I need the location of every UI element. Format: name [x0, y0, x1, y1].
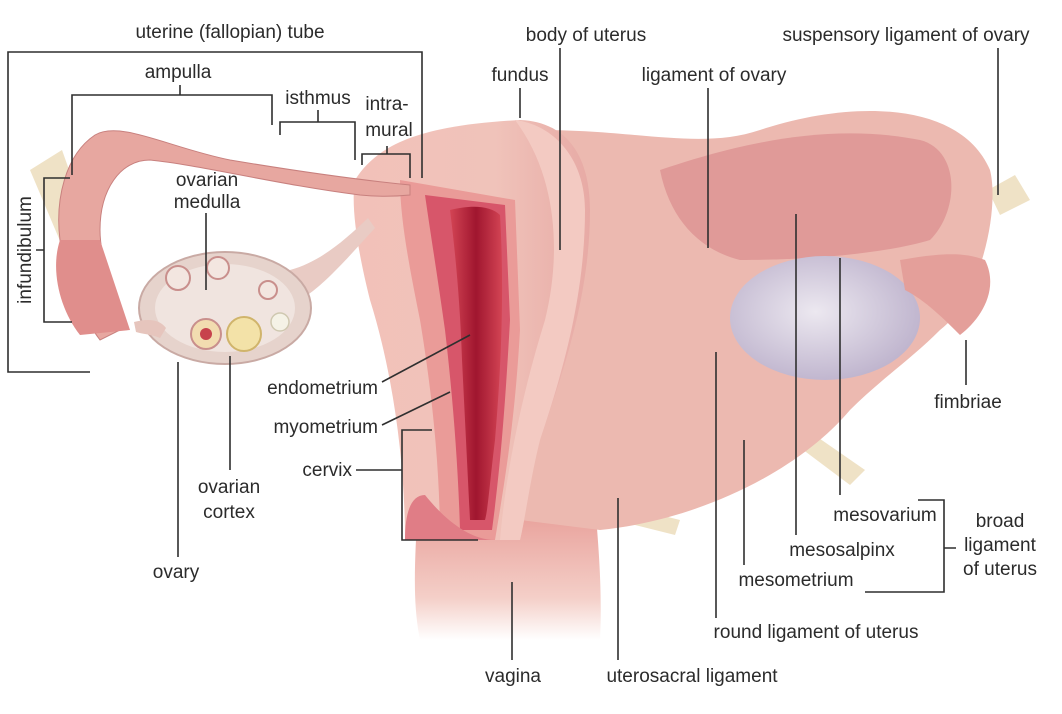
cervix-bracket: [356, 429, 478, 541]
label-vagina: vagina: [485, 666, 541, 687]
suspensory-ligament-rod: [988, 175, 1030, 215]
isthmus-bracket: [279, 110, 356, 160]
follicle-center: [200, 328, 212, 340]
label-ampulla: ampulla: [145, 62, 212, 83]
label-ovarian-cortex-2: cortex: [203, 502, 255, 523]
left-ovarian-ligament: [290, 218, 375, 300]
label-myometrium: myometrium: [273, 417, 378, 438]
label-suspensory-ligament: suspensory ligament of ovary: [782, 25, 1030, 46]
left-fimbriae: [56, 240, 130, 335]
right-ovary: [730, 256, 920, 380]
ovary-stub: [134, 320, 166, 338]
label-ligament-of-ovary: ligament of ovary: [642, 65, 787, 86]
intramural-bracket: [361, 146, 411, 178]
label-intramural-1: intra-: [365, 94, 408, 115]
uterus-outer-wall: [500, 120, 585, 540]
endometrium-line: [381, 334, 471, 383]
mesosalpinx-fold: [660, 133, 952, 260]
label-fundus: fundus: [491, 65, 548, 86]
label-fimbriae: fimbriae: [934, 392, 1002, 413]
label-infundibulum: infundibulum: [15, 196, 36, 304]
label-broad-2: ligament: [964, 535, 1037, 556]
label-isthmus: isthmus: [285, 88, 350, 109]
label-ovary: ovary: [153, 562, 200, 583]
label-broad-3: of uterus: [963, 559, 1037, 580]
label-mesosalpinx: mesosalpinx: [789, 540, 895, 561]
uterine-tube-bracket: [7, 51, 423, 373]
labels: uterine (fallopian) tube ampulla isthmus…: [15, 22, 1037, 687]
right-fimbriae: [900, 254, 991, 335]
corpus-luteum: [226, 316, 262, 352]
cervix-shape: [405, 495, 495, 540]
illustration: [30, 110, 1030, 640]
left-uterine-tube: [58, 130, 411, 341]
uterine-cavity: [450, 206, 503, 520]
myometrium-line: [381, 391, 451, 426]
label-ovarian-cortex-1: ovarian: [198, 477, 260, 498]
label-ovarian-medulla-1: ovarian: [176, 170, 238, 191]
follicle: [206, 256, 230, 280]
leader-lines: [7, 48, 999, 660]
follicle: [165, 265, 191, 291]
label-mesovarium: mesovarium: [833, 505, 936, 526]
label-mesometrium: mesometrium: [738, 570, 853, 591]
label-round-ligament: round ligament of uterus: [714, 622, 919, 643]
infundibulum-bracket: [36, 177, 72, 323]
broad-ligament-bracket: [865, 499, 956, 593]
ampulla-bracket: [71, 85, 273, 175]
label-endometrium: endometrium: [267, 378, 378, 399]
label-intramural-2: mural: [365, 120, 413, 141]
label-cervix: cervix: [302, 460, 352, 481]
label-ovarian-medulla-2: medulla: [174, 192, 241, 213]
label-body-of-uterus: body of uterus: [526, 25, 646, 46]
corpus-albicans: [270, 312, 290, 332]
label-uterine-tube: uterine (fallopian) tube: [135, 22, 324, 43]
follicle: [258, 280, 278, 300]
label-broad-1: broad: [976, 511, 1025, 532]
label-uterosacral-ligament: uterosacral ligament: [606, 666, 778, 687]
